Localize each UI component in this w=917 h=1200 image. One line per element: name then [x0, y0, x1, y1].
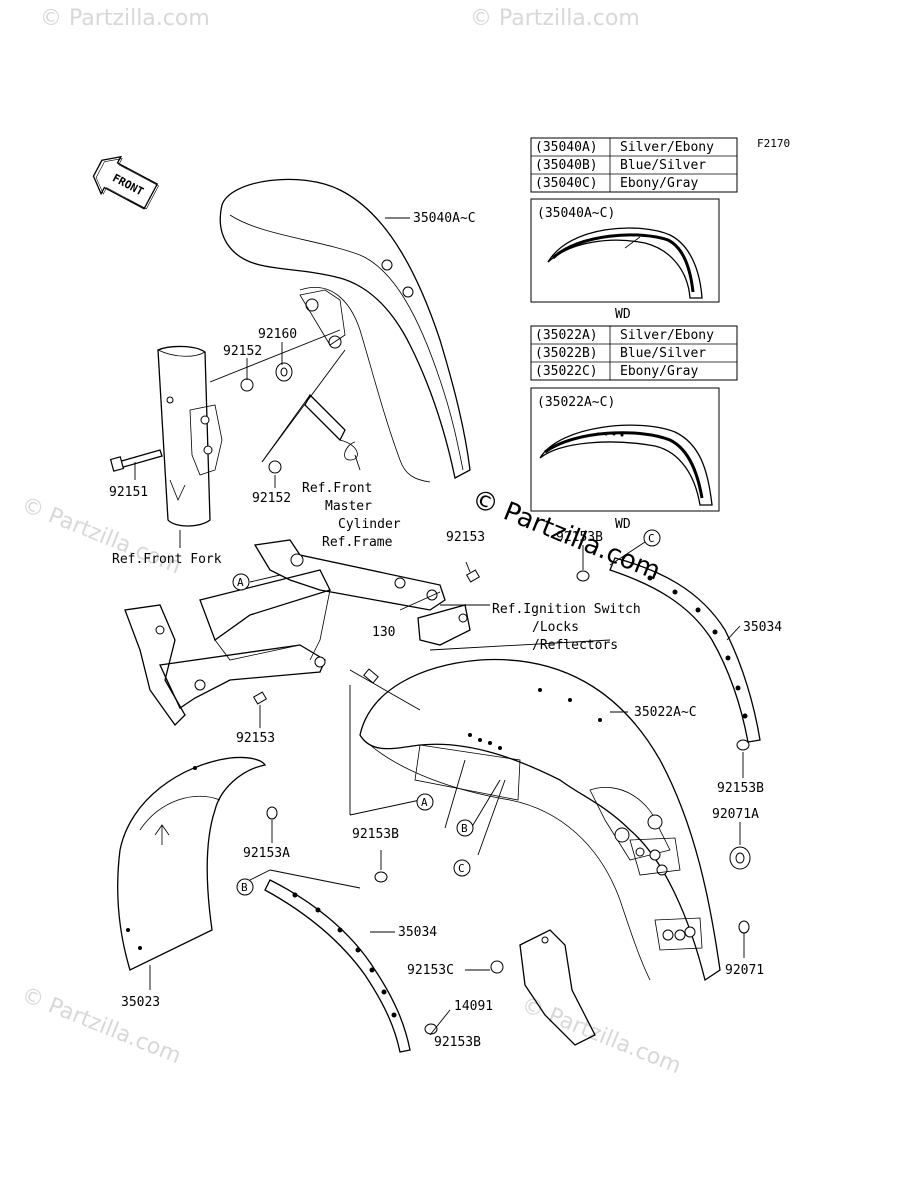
inset-label: (35022A~C) [537, 395, 615, 410]
bolt-92153a [266, 806, 278, 820]
part-labels: 35040A~C 92160 92152 92151 92152 Ref.Fro… [109, 211, 782, 1050]
callout-b-left: B [236, 878, 254, 896]
brake-hose-bracket [304, 393, 358, 461]
label-35022: 35022A~C [634, 705, 697, 720]
label-14091: 14091 [454, 999, 493, 1014]
label-ref-fork: Ref.Front Fork [112, 552, 222, 567]
callout-c-mid: C [453, 859, 471, 877]
bolt-92153 [465, 569, 481, 583]
watermark-text: © Partzilla.com [518, 992, 685, 1079]
washer-92152 [240, 378, 254, 392]
callout-a-top: A [232, 573, 250, 591]
label-92151: 92151 [109, 485, 148, 500]
table-cell-code: (35040B) [535, 158, 598, 173]
label-ref-ignition: /Locks [532, 620, 579, 635]
nut-92153b [374, 871, 388, 883]
svg-text:A: A [421, 796, 428, 809]
bolt-92151 [109, 449, 163, 472]
label-92153b: 92153B [434, 1035, 481, 1050]
nut-92153b [736, 739, 750, 751]
label-92153: 92153 [236, 731, 275, 746]
leader-lines-lower [149, 541, 745, 1036]
label-ref-ignition: /Reflectors [532, 638, 618, 653]
label-35040: 35040A~C [413, 211, 476, 226]
front-fork [157, 345, 223, 527]
inset-caption: WD [615, 307, 631, 322]
inset-caption: WD [615, 517, 631, 532]
label-92153b: 92153B [556, 530, 603, 545]
label-92152: 92152 [252, 491, 291, 506]
table-cell-color: Blue/Silver [620, 346, 706, 361]
svg-text:C: C [648, 532, 655, 545]
label-92153b: 92153B [352, 827, 399, 842]
table-cell-code: (35040A) [535, 140, 598, 155]
label-92071: 92071 [725, 963, 764, 978]
color-table-1: (35040A) Silver/Ebony (35040B) Blue/Silv… [530, 137, 738, 193]
label-92071a: 92071A [712, 807, 759, 822]
label-92153c: 92153C [407, 963, 454, 978]
label-92153a: 92153A [243, 846, 290, 861]
washer-92071 [738, 920, 750, 934]
rear-fender [359, 658, 721, 982]
table-cell-color: Ebony/Gray [620, 176, 698, 191]
svg-text:B: B [461, 822, 468, 835]
inset-front-fender-stripe: (35040A~C) WD [530, 198, 720, 322]
svg-text:A: A [237, 576, 244, 589]
table-cell-code: (35040C) [535, 176, 598, 191]
label-35034: 35034 [398, 925, 437, 940]
label-92153b: 92153B [717, 781, 764, 796]
label-92152: 92152 [223, 344, 262, 359]
label-ref-master: Cylinder [338, 517, 401, 532]
label-ref-ignition: Ref.Ignition Switch [492, 602, 641, 617]
label-ref-master: Master [325, 499, 372, 514]
svg-text:C: C [458, 862, 465, 875]
diagram-code: F2170 [757, 137, 790, 150]
label-92153: 92153 [446, 530, 485, 545]
callout-c-top: C [643, 529, 661, 547]
inset-rear-fender-stripe: (35022A~C) WD [530, 387, 720, 532]
watermark-text: © Partzilla.com [40, 6, 210, 31]
table-cell-color: Blue/Silver [620, 158, 706, 173]
nut-92153c [490, 960, 504, 974]
inset-label: (35040A~C) [537, 206, 615, 221]
table-cell-code: (35022C) [535, 364, 598, 379]
table-cell-color: Silver/Ebony [620, 328, 714, 343]
color-table-2: (35022A) Silver/Ebony (35022B) Blue/Silv… [530, 325, 738, 381]
table-cell-color: Ebony/Gray [620, 364, 698, 379]
callout-a-mid: A [416, 793, 434, 811]
cover-bracket [519, 929, 596, 1046]
nut-92153b [576, 570, 590, 582]
fender-rail-bottom [264, 879, 411, 1053]
svg-text:B: B [241, 881, 248, 894]
watermark-text: © Partzilla.com [470, 6, 640, 31]
table-cell-code: (35022B) [535, 346, 598, 361]
front-fender [219, 178, 471, 483]
ignition-bracket [399, 591, 471, 646]
label-ref-frame: Ref.Frame [322, 535, 393, 550]
label-35023: 35023 [121, 995, 160, 1010]
leader-lines [134, 217, 410, 548]
label-35034: 35034 [743, 620, 782, 635]
inner-fender [117, 756, 267, 971]
callout-b-mid: B [456, 819, 474, 837]
table-cell-color: Silver/Ebony [620, 140, 714, 155]
bolt-92153 [252, 691, 268, 705]
bolt-130 [363, 668, 379, 684]
washer-92152 [268, 460, 282, 474]
label-130: 130 [372, 625, 395, 640]
front-arrow-icon: FRONT [92, 155, 159, 210]
table-cell-code: (35022A) [535, 328, 598, 343]
label-ref-master: Ref.Front [302, 481, 372, 496]
label-92160: 92160 [258, 327, 297, 342]
